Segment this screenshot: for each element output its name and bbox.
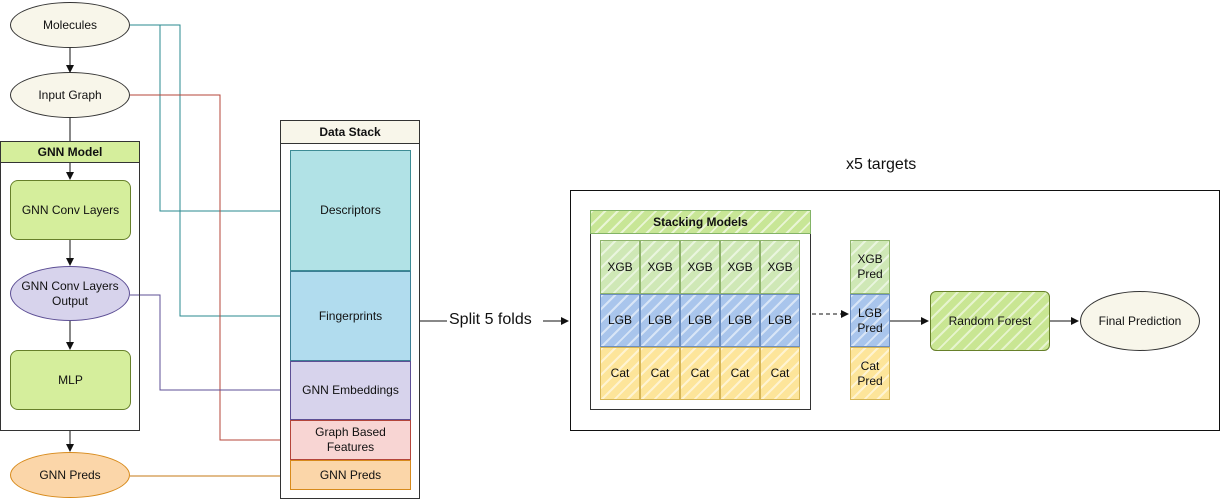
final-prediction-node: Final Prediction: [1080, 291, 1200, 351]
lgb-cell: LGB: [680, 294, 720, 347]
fingerprints-block: Fingerprints: [290, 271, 411, 361]
data-stack-title: Data Stack: [280, 120, 420, 144]
gnn-conv-layers-node: GNN Conv Layers: [10, 180, 131, 240]
lgb-cell: LGB: [640, 294, 680, 347]
xgb-cell: XGB: [600, 240, 640, 294]
molecules-node: Molecules: [10, 2, 130, 48]
xgb-cell: XGB: [680, 240, 720, 294]
cat-cell: Cat: [760, 347, 800, 400]
random-forest-node: Random Forest: [930, 291, 1050, 351]
cat-cell: Cat: [720, 347, 760, 400]
mlp-node: MLP: [10, 350, 131, 410]
split-folds-label: Split 5 folds: [449, 311, 532, 328]
lgb-cell: LGB: [720, 294, 760, 347]
descriptors-block: Descriptors: [290, 150, 411, 271]
xgb-pred-block: XGB Pred: [850, 240, 890, 294]
arrow-molecules-to-fingerprints: [130, 24, 290, 320]
lgb-cell: LGB: [760, 294, 800, 347]
xgb-cell: XGB: [640, 240, 680, 294]
gnn-model-title: GNN Model: [0, 141, 140, 163]
gnn-preds-block: GNN Preds: [290, 460, 411, 490]
graph-based-features-block: Graph Based Features: [290, 420, 411, 460]
lgb-pred-block: LGB Pred: [850, 294, 890, 347]
stacking-models-title: Stacking Models: [590, 210, 811, 234]
gnn-preds-node: GNN Preds: [10, 452, 130, 498]
input-graph-node: Input Graph: [10, 72, 130, 118]
targets-label: x5 targets: [846, 156, 917, 173]
cat-cell: Cat: [640, 347, 680, 400]
targets-container: [570, 190, 1220, 431]
cat-cell: Cat: [600, 347, 640, 400]
arrow-molecules-to-descriptors: [130, 24, 290, 215]
xgb-cell: XGB: [760, 240, 800, 294]
cat-pred-block: Cat Pred: [850, 347, 890, 400]
arrow-conv-output-to-embeddings: [130, 294, 290, 394]
xgb-cell: XGB: [720, 240, 760, 294]
lgb-cell: LGB: [600, 294, 640, 347]
cat-cell: Cat: [680, 347, 720, 400]
gnn-conv-layers-output-node: GNN Conv Layers Output: [10, 266, 130, 321]
arrow-input-graph-to-graph-features: [130, 94, 290, 444]
gnn-embeddings-block: GNN Embeddings: [290, 361, 411, 420]
